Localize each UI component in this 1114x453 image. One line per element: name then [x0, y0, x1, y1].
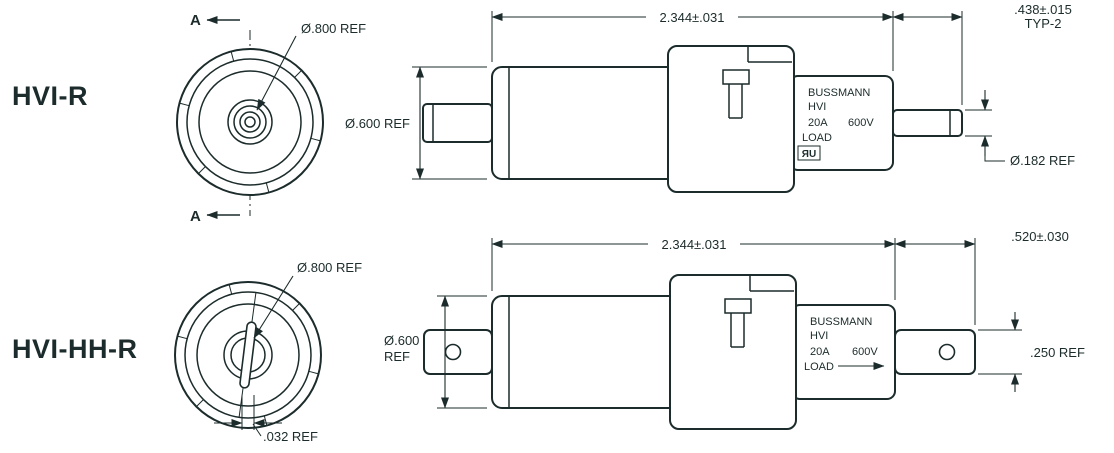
marking-brand: BUSSMANN: [810, 316, 872, 328]
front-ring-5: [239, 111, 261, 133]
front-ring-4: [233, 105, 267, 139]
fuse-clip-details: [724, 275, 794, 348]
marking-load: LOAD: [804, 361, 834, 373]
slot-leader: [252, 423, 262, 437]
model-label-hvi-r: HVI-R: [12, 81, 88, 111]
hvi-r-row: HVI-R A A Ø.800 REF: [12, 2, 1075, 225]
fuse-clip: [669, 274, 797, 430]
section-marker-top: A: [190, 12, 201, 29]
left-blade-hole: [444, 343, 462, 361]
hvi-r-dimensions: 2.344±.031 .438±.015 TYP-2 Ø.600 REF Ø.1…: [345, 2, 1075, 180]
fuse-clip-details: [722, 46, 792, 119]
front-ring-2: [196, 303, 300, 407]
fuse-marking-top: BUSSMANN HVI 20A 600V LOAD ЯU: [797, 87, 874, 161]
right-blade-terminal: [894, 329, 976, 375]
front-dia-label: Ø.800 REF: [301, 21, 366, 36]
front-ring-2: [198, 70, 302, 174]
marking-amps: 20A: [810, 346, 830, 358]
front-center-circle: [244, 116, 256, 128]
hvi-hh-r-row: HVI-HH-R Ø.800 REF: [12, 229, 1085, 444]
marking-brand: BUSSMANN: [808, 87, 870, 99]
pin-length-label: .438±.015: [1014, 2, 1072, 17]
front-dia-label: Ø.800 REF: [297, 260, 362, 275]
marking-load: LOAD: [802, 132, 832, 144]
body-dia-label: Ø.600 REF: [345, 116, 410, 131]
body-dia-label-line2: REF: [384, 349, 410, 364]
slot-width-label: .032 REF: [263, 429, 318, 444]
blade-length-label: .520±.030: [1011, 229, 1069, 244]
front-notch-ticks: [179, 51, 321, 193]
marking-series: HVI: [810, 330, 828, 342]
front-ring-3: [227, 99, 273, 145]
front-dia-leader: [253, 275, 294, 339]
marking-volts: 600V: [848, 117, 874, 129]
front-dia-leader: [256, 35, 297, 111]
section-marker-bottom: A: [190, 208, 201, 225]
hvi-r-side-view: BUSSMANN HVI 20A 600V LOAD ЯU 2.344±.031…: [345, 2, 1075, 193]
right-pin: [892, 109, 963, 137]
right-blade-hole: [938, 343, 956, 361]
front-ring-1: [184, 291, 312, 419]
marking-series: HVI: [808, 101, 826, 113]
ul-recognized-icon: ЯU: [802, 149, 816, 160]
blade-thk-label: .250 REF: [1030, 345, 1085, 360]
fuse-marking-bottom: BUSSMANN HVI 20A 600V LOAD: [804, 316, 885, 373]
hvi-hh-r-dimensions: 2.344±.031 .520±.030 Ø.600 REF .250 REF: [384, 229, 1085, 409]
pin-dia-label: Ø.182 REF: [1010, 153, 1075, 168]
overall-length-label: 2.344±.031: [660, 10, 725, 25]
hvi-hh-r-side-view: BUSSMANN HVI 20A 600V LOAD 2.344±.031 .5…: [384, 229, 1085, 430]
front-ring-1: [186, 58, 314, 186]
marking-amps: 20A: [808, 117, 828, 129]
body-dia-label-line1: Ø.600: [384, 333, 419, 348]
fuse-clip: [667, 45, 795, 193]
pin-dia-leader: [984, 156, 1005, 162]
overall-length-label: 2.344±.031: [662, 237, 727, 252]
pin-length-note: TYP-2: [1025, 16, 1062, 31]
hvi-r-front-view: A A Ø.800 REF: [176, 12, 366, 225]
ul-mark-box: [797, 145, 821, 161]
model-label-hvi-hh-r: HVI-HH-R: [12, 334, 138, 364]
hvi-hh-r-front-view: Ø.800 REF .032 REF: [174, 260, 362, 444]
screwdriver-slot: [239, 321, 257, 389]
marking-volts: 600V: [852, 346, 878, 358]
front-notch-ticks: [177, 284, 319, 426]
